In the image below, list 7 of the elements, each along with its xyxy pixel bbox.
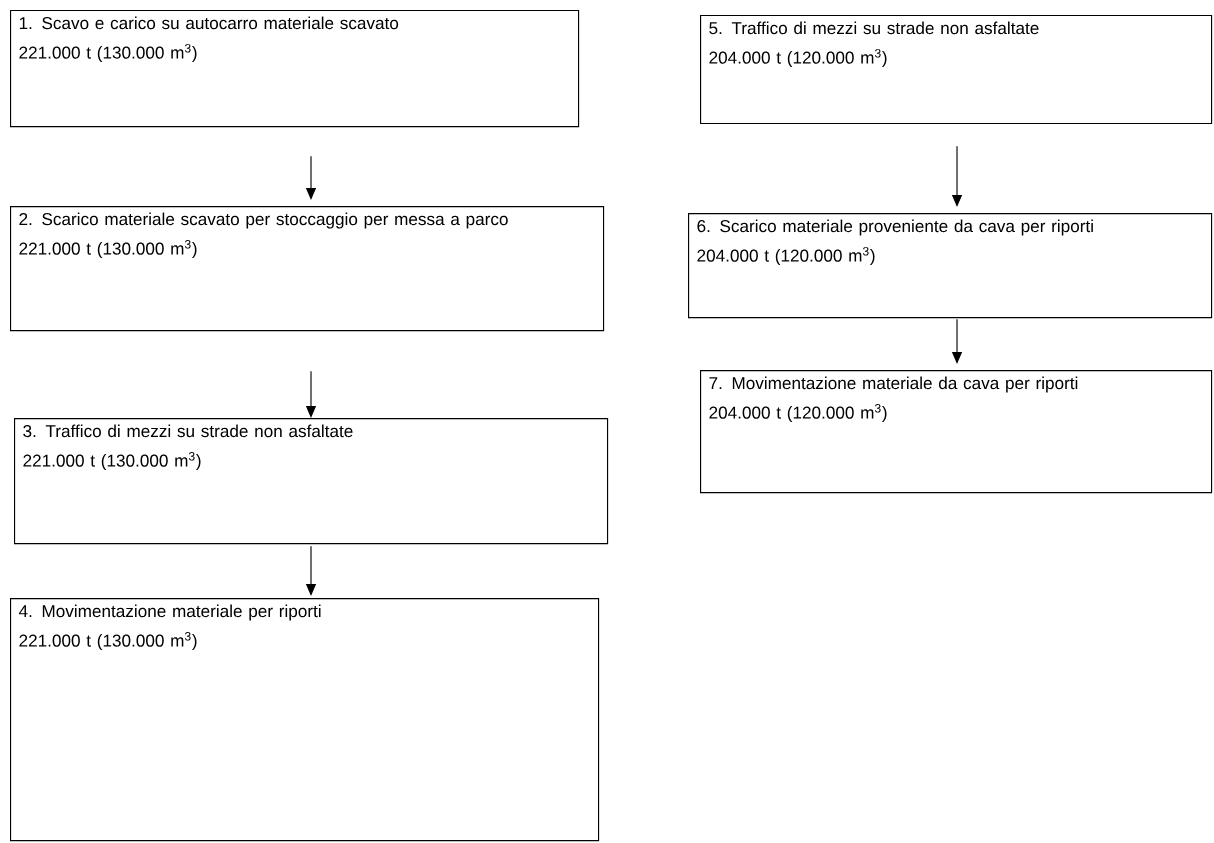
process-box: 3. Traffico di mezzi su strade non asfaltate 221.000 t (130.000 m$^{3}$): [14, 418, 609, 545]
process-box: 7. Movimentazione materiale da cava per riporti 204.000 t (120.000 m$^{3}$): [700, 370, 1213, 494]
process-box: 5. Traffico di mezzi su strade non asfaltate 204.000 t (120.000 m$^{3}$): [700, 15, 1213, 125]
process-box: 1. Scavo e carico su autocarro materiale scavato 221.000 t (130.000 m$^{3}$): [10, 10, 580, 128]
process-box: 4. Movimentazione materiale per riporti 221.000 t (130.000 m$^{3}$): [10, 598, 600, 842]
process-box: 6. Scarico materiale proveniente da cava per riporti 204.000 t (120.000 m$^{3}$): [688, 213, 1213, 319]
process-box: 2. Scarico materiale scavato per stoccaggio per messa a parco 221.000 t (130.000 m$^{3}$): [10, 206, 605, 332]
